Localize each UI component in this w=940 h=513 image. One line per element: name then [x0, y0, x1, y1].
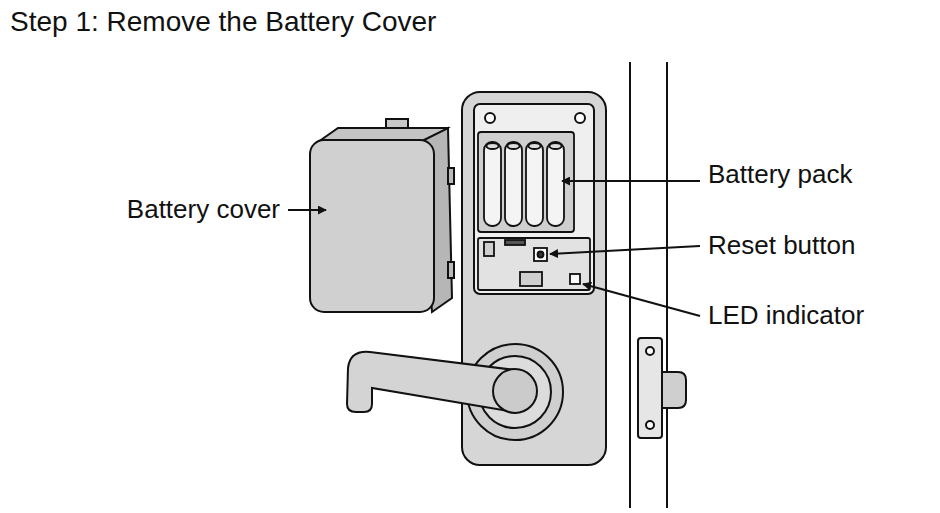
led-indicator: [570, 274, 580, 284]
lock-housing: [462, 92, 606, 465]
door-edge: [630, 62, 667, 508]
battery-cover: [310, 119, 454, 312]
circuit-board: [478, 238, 590, 290]
lever-handle: [347, 344, 563, 440]
part-label: Battery cover: [125, 195, 282, 225]
leader-arrows: [288, 181, 700, 316]
latch: [638, 338, 686, 438]
step-title: Step 1: Remove the Battery Cover: [10, 6, 436, 38]
part-label: Reset button: [706, 231, 857, 261]
part-label: Battery pack: [706, 160, 855, 190]
reset-button: [534, 248, 547, 261]
part-label: LED indicator: [706, 301, 866, 331]
battery-pack: [478, 132, 574, 232]
